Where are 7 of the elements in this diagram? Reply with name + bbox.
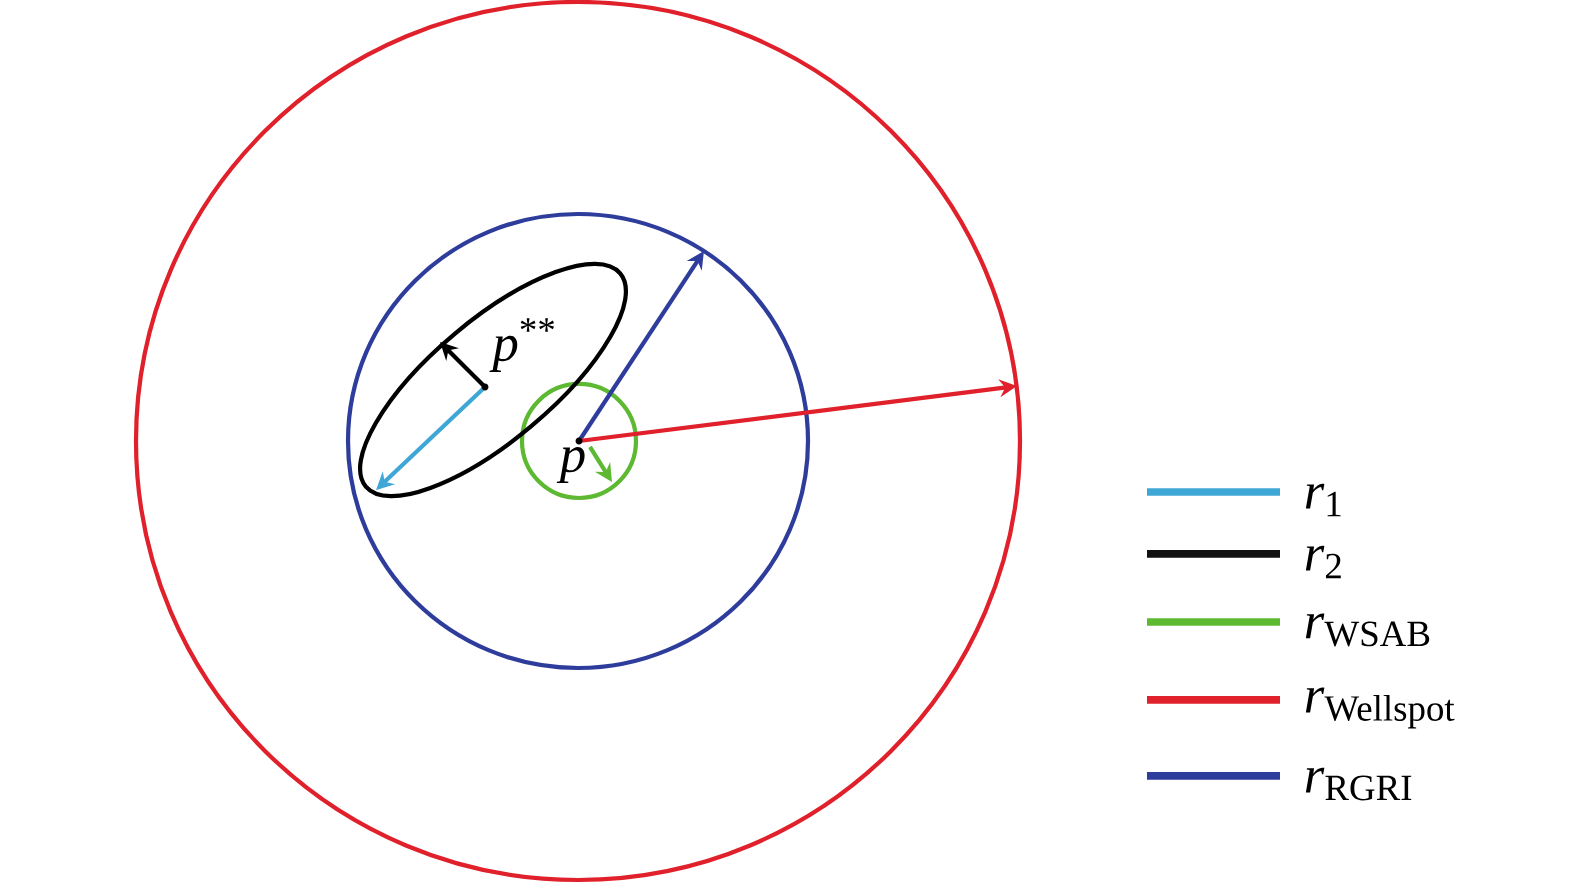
legend-label: r$_{1}$ bbox=[1305, 483, 1341, 517]
legend-label: r$_{2}$ bbox=[1305, 545, 1341, 579]
point-label: p$^{**}$ bbox=[489, 318, 554, 372]
legend-label: r$_{WSAB}$ bbox=[1305, 613, 1430, 647]
legend-label: r$_{Wellspot}$ bbox=[1305, 687, 1455, 729]
point-label: p bbox=[556, 447, 585, 484]
legend-label: r$_{RGRI}$ bbox=[1305, 767, 1412, 801]
